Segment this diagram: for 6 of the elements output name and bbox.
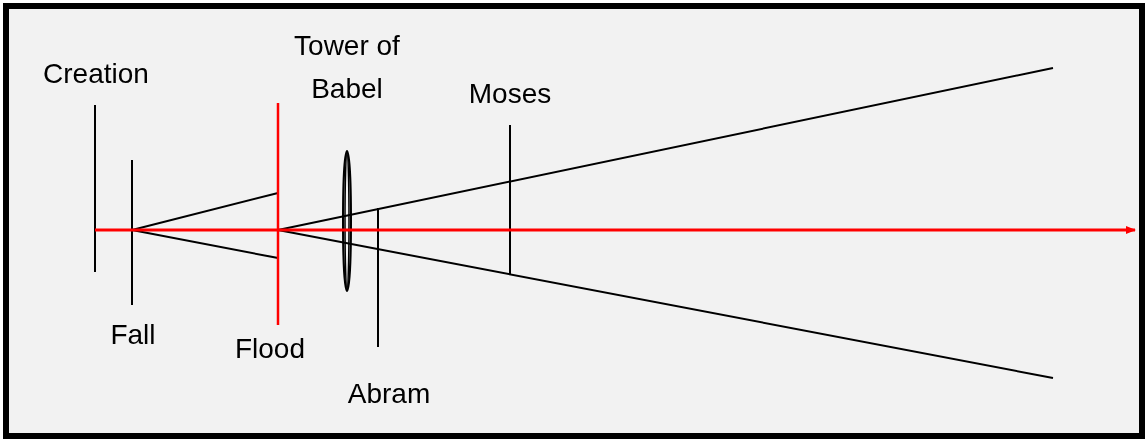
event-label: Moses — [468, 77, 552, 111]
event-label: Creation — [43, 57, 149, 91]
event-label: Flood — [235, 332, 305, 366]
event-label: Tower of Babel — [293, 29, 401, 106]
event-label: Abram — [347, 377, 431, 411]
event-label: Fall — [110, 318, 156, 352]
